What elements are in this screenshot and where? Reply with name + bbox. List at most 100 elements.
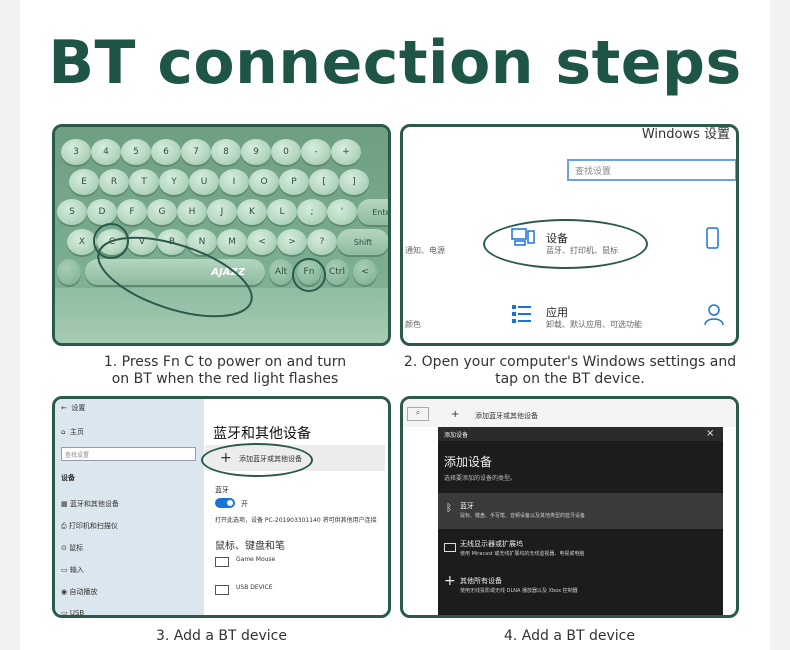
keyboard-key: 9 <box>241 139 271 165</box>
keyboard-key: Ctrl <box>325 259 349 285</box>
device-1-name[interactable]: Game Mouse <box>236 556 276 563</box>
option-2-subtitle: 使用 Miracast 或无线扩展坞的无线监视器、电视或电脑 <box>460 551 585 557</box>
keyboard-key: C <box>97 229 127 255</box>
keyboard-key: H <box>177 199 207 225</box>
keyboard-key: N <box>187 229 217 255</box>
keyboard-key: < <box>353 259 377 285</box>
sidebar-item[interactable]: ▦ 蓝牙和其他设备 <box>61 499 119 509</box>
settings-left-fragment-2: 颜色 <box>405 320 421 329</box>
bluetooth-icon: ᛒ <box>446 503 452 514</box>
apps-icon <box>512 305 531 323</box>
step-1-line-1: 1. Press Fn C to power on and turn <box>103 354 347 370</box>
bluetooth-settings-panel: ← 设置 ⌂ 主页 查找设置 设备 ▦ 蓝牙和其他设备⎙ 打印机和扫描仪⊙ 鼠标… <box>52 396 391 618</box>
keyboard-key: D <box>87 199 117 225</box>
keyboard-key: 7 <box>181 139 211 165</box>
device-2-name[interactable]: USB DEVICE <box>236 584 273 591</box>
keyboard-device-icon <box>215 557 229 567</box>
keyboard-key: S <box>57 199 87 225</box>
keyboard-key: V <box>127 229 157 255</box>
option-3-subtitle: 使用无线投影或无线 DLNA 播放器以及 Xbox 控制器 <box>460 588 578 594</box>
add-device-dialog-panel: ⌕ + 添加蓝牙或其他设备 添加设备 × 添加设备 选择要添加的设备的类型。 ᛒ… <box>400 396 739 618</box>
step-2-caption: 2. Open your computer's Windows settings… <box>400 354 740 388</box>
add-device-highlight-ring <box>201 443 313 477</box>
keyboard-key: Enter <box>357 199 388 225</box>
keyboard-key: F <box>117 199 147 225</box>
keyboard-key: Y <box>159 169 189 195</box>
sidebar-item-label: 鼠标 <box>66 544 84 552</box>
keyboard-photo-panel: 34567890-+ERTYUIOP[]SDFGHJKL;'EnterXCVBN… <box>52 124 391 346</box>
back-label: 设置 <box>71 404 86 412</box>
dialog-heading: 添加设备 <box>444 455 493 469</box>
keyboard-key: 8 <box>211 139 241 165</box>
phone-icon <box>706 227 719 249</box>
sidebar-item-label: USB <box>67 609 85 617</box>
sidebar-item[interactable]: ⎙ 打印机和扫描仪 <box>61 521 118 531</box>
step-2-line-1: 2. Open your computer's Windows settings… <box>403 354 737 370</box>
keyboard-key: 5 <box>121 139 151 165</box>
settings-window-title: Windows 设置 <box>641 127 730 142</box>
step-2-line-2: tap on the BT device. <box>495 371 645 387</box>
keyboard-key: 3 <box>61 139 91 165</box>
sidebar-item-label: 自动播放 <box>67 588 98 596</box>
keyboard-key: + <box>331 139 361 165</box>
back-button[interactable]: ← 设置 <box>61 403 85 413</box>
mouse-icon: ⊙ <box>61 544 67 552</box>
settings-search-input[interactable]: 查找设置 <box>567 159 736 181</box>
keyboard-key: O <box>249 169 279 195</box>
keyboard-key: T <box>129 169 159 195</box>
keyboard-key <box>57 259 81 285</box>
step-1-line-2: on BT when the red light flashes <box>111 371 339 387</box>
dialog-backdrop-strip <box>403 399 736 427</box>
step-4-caption: 4. Add a BT device <box>504 628 635 644</box>
settings-apps-subtitle: 卸载、默认应用、可选功能 <box>546 320 642 329</box>
keyboard-key: Shift <box>337 229 388 255</box>
usb-device-icon <box>215 585 229 595</box>
sidebar-item[interactable]: ⊙ 鼠标 <box>61 543 83 553</box>
keyboard-key: R <box>99 169 129 195</box>
sidebar-item-home[interactable]: ⌂ 主页 <box>61 427 84 437</box>
dialog-subheading: 选择要添加的设备的类型。 <box>444 475 517 482</box>
keyboard-key: < <box>247 229 277 255</box>
devices-highlight-ring <box>483 219 648 269</box>
add-device-dialog: 添加设备 × 添加设备 选择要添加的设备的类型。 ᛒ 蓝牙 鼠标、键盘、手写笔、… <box>438 427 723 615</box>
keyboard-icon: ▭ <box>61 566 68 574</box>
step-3-caption: 3. Add a BT device <box>156 628 287 644</box>
settings-left-fragment-1: 通知、电源 <box>405 246 445 255</box>
keyboard-key: E <box>69 169 99 195</box>
usb-icon: ▭ <box>61 609 68 617</box>
sidebar-search-input[interactable]: 查找设置 <box>61 447 196 461</box>
windows-settings-panel: Windows 设置 查找设置 通知、电源 设备 蓝牙、打印机、鼠标 应用 卸载… <box>400 124 739 346</box>
keyboard-key: 4 <box>91 139 121 165</box>
sidebar-item[interactable]: ◉ 自动播放 <box>61 587 97 597</box>
settings-sidebar <box>55 399 204 615</box>
monitor-icon <box>444 543 456 552</box>
bt-devices-icon: ▦ <box>61 500 68 508</box>
keyboard-key: X <box>67 229 97 255</box>
printer-icon: ⎙ <box>61 522 67 530</box>
sidebar-item-label: 打印机和扫描仪 <box>66 522 118 530</box>
dialog-bar-title: 添加设备 <box>444 432 469 439</box>
keyboard-key: Alt <box>269 259 293 285</box>
option-bluetooth[interactable] <box>438 493 723 529</box>
keyboard-key: ; <box>297 199 327 225</box>
bt-toggle[interactable] <box>215 498 235 508</box>
search-icon[interactable]: ⌕ <box>407 407 429 421</box>
close-icon[interactable]: × <box>706 428 715 439</box>
option-3-title[interactable]: 其他所有设备 <box>460 577 502 585</box>
behind-plus-icon: + <box>451 409 460 420</box>
keyboard-key: - <box>301 139 331 165</box>
back-arrow-icon: ← <box>61 404 67 412</box>
keyboard-key: P <box>279 169 309 195</box>
sidebar-item[interactable]: ▭ USB <box>61 609 85 617</box>
add-other-icon: + <box>444 573 456 589</box>
settings-apps-title[interactable]: 应用 <box>546 306 568 319</box>
keyboard-key: ? <box>307 229 337 255</box>
keyboard-key: ] <box>339 169 369 195</box>
keyboard-key: M <box>217 229 247 255</box>
keyboard-key: > <box>277 229 307 255</box>
option-2-title[interactable]: 无线显示器或扩展坞 <box>460 540 523 548</box>
keyboard-key: [ <box>309 169 339 195</box>
bt-label: 蓝牙 <box>215 486 229 494</box>
sidebar-item[interactable]: ▭ 输入 <box>61 565 84 575</box>
keyboard-key: 6 <box>151 139 181 165</box>
